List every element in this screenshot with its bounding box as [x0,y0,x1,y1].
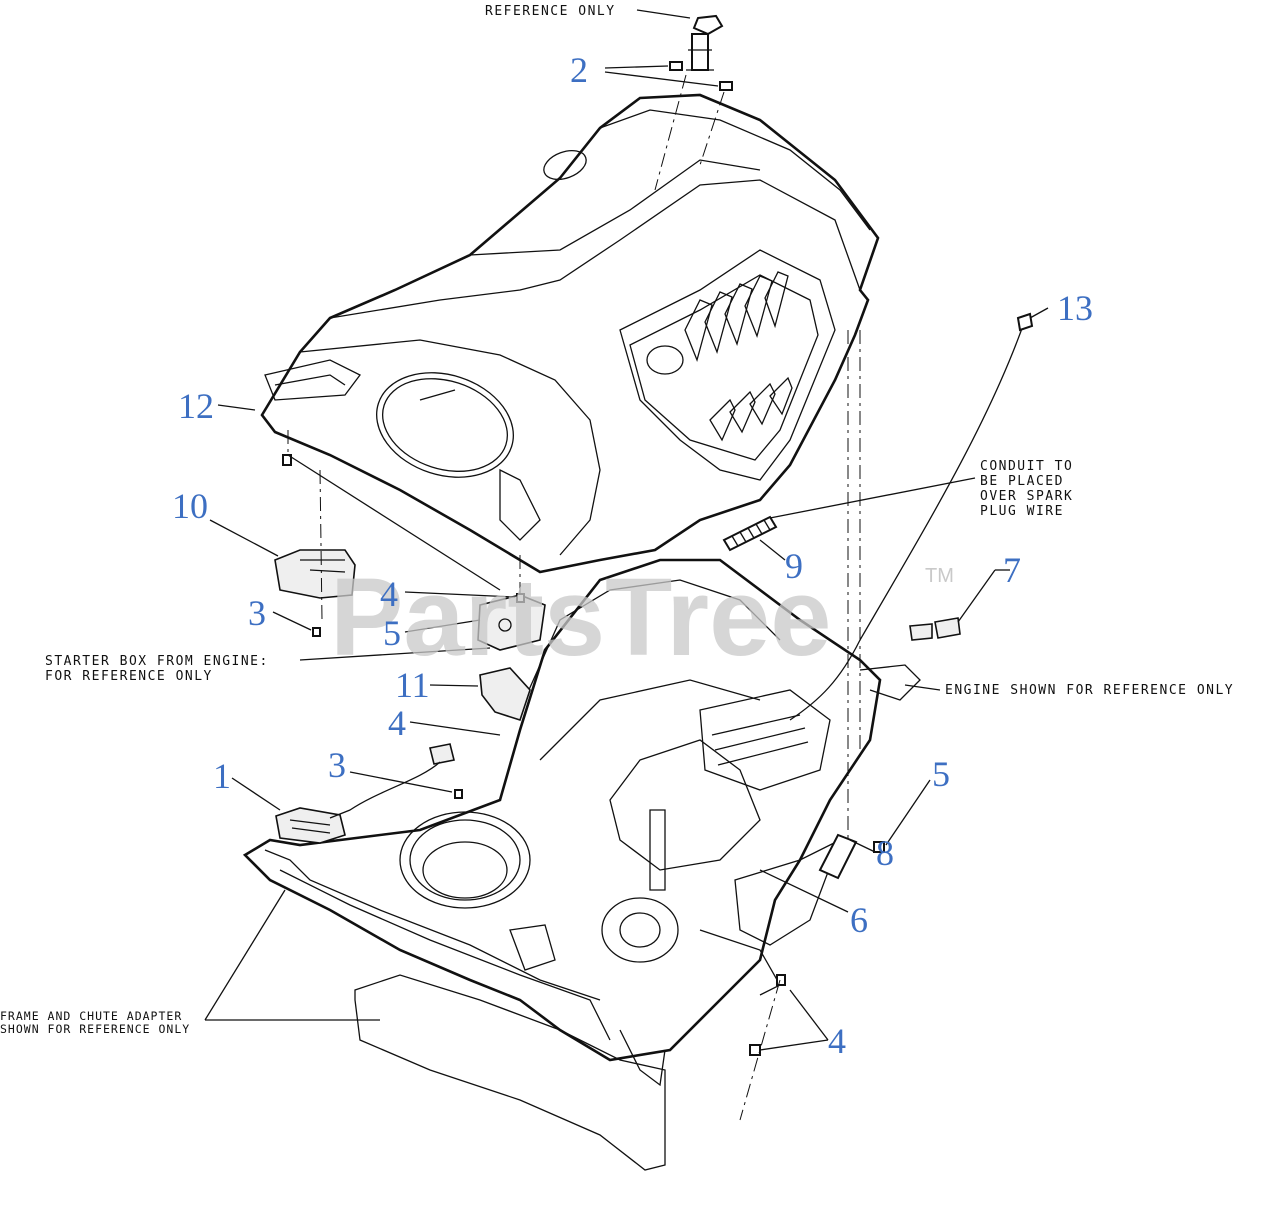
part-1-headlight [275,807,346,844]
ignition-key-reference [686,14,724,71]
watermark-tm: TM [925,565,954,587]
part-10 [274,549,356,599]
note-engine: ENGINE SHOWN FOR REFERENCE ONLY [945,683,1234,698]
frame-and-engine [242,558,921,1171]
part-8 [818,833,858,880]
callout-2: 2 [570,50,588,90]
part-11 [479,667,531,722]
part-13-cable [789,319,1026,721]
watermark-text: PartsTree [330,556,831,679]
watermark: PartsTree TM [330,556,954,679]
note-starter-line2: FOR REFERENCE ONLY [45,669,213,684]
note-conduit-line4: PLUG WIRE [980,504,1064,519]
callout-13: 13 [1057,288,1093,328]
assembly-centerlines [287,74,861,1121]
callout-12: 12 [178,386,214,426]
callouts: 2 12 13 10 9 7 3 4 5 11 4 3 1 5 8 6 4 [172,50,1093,1061]
note-reference-only: REFERENCE ONLY [485,4,616,19]
note-conduit-line3: OVER SPARK [980,489,1073,504]
part-7-connector [934,617,961,639]
note-frame-line1: FRAME AND CHUTE ADAPTER [0,1009,182,1023]
callout-3a: 3 [248,593,266,633]
note-starter-line1: STARTER BOX FROM ENGINE: [45,654,269,669]
note-conduit-line1: CONDUIT TO [980,459,1073,474]
callout-4b: 4 [388,703,406,743]
callout-6: 6 [850,900,868,940]
screws-item-2 [669,61,733,91]
part-9-conduit [722,515,778,552]
callout-3b: 3 [328,745,346,785]
callout-11: 11 [395,665,430,705]
callout-7: 7 [1003,550,1021,590]
leader-lines [204,9,1049,1051]
callout-10: 10 [172,486,208,526]
note-frame-line2: SHOWN FOR REFERENCE ONLY [0,1022,190,1036]
callout-4c: 4 [828,1021,846,1061]
callout-4a: 4 [380,574,398,614]
shroud-cover [260,93,880,574]
callout-1: 1 [213,756,231,796]
vent-slots [684,271,793,442]
callout-5a: 5 [383,613,401,653]
notes: REFERENCE ONLY CONDUIT TO BE PLACED OVER… [0,4,1234,1036]
note-conduit-line2: BE PLACED [980,474,1064,489]
callout-9: 9 [785,546,803,586]
callout-5b: 5 [932,754,950,794]
callout-8: 8 [876,833,894,873]
